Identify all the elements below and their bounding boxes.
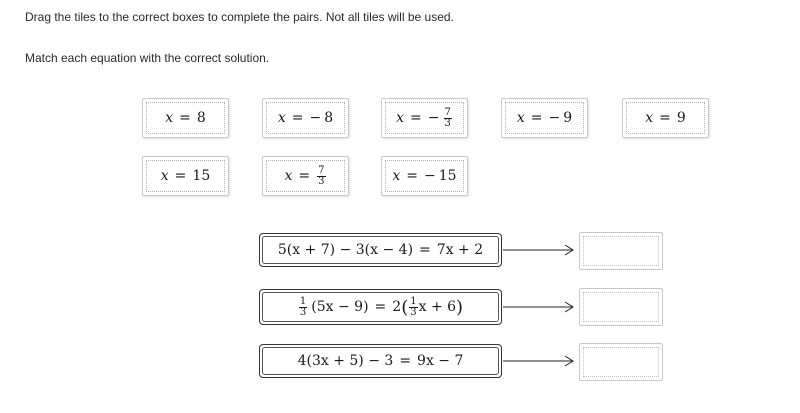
- tile-x-eq-neg-9[interactable]: x = − 9: [501, 98, 588, 138]
- equation-1: 5(x + 7) − 3(x − 4) = 7x + 2: [259, 233, 502, 267]
- tile-x-eq-8[interactable]: x = 8: [142, 98, 229, 138]
- tile-x-eq-neg-8[interactable]: x = − 8: [262, 98, 349, 138]
- drop-box-2[interactable]: [579, 288, 663, 326]
- tile-x-eq-15[interactable]: x = 15: [142, 156, 229, 196]
- drop-box-3[interactable]: [579, 343, 663, 381]
- drop-box-1[interactable]: [579, 232, 663, 270]
- arrow-icon: [503, 355, 574, 367]
- instruction-match: Match each equation with the correct sol…: [25, 51, 270, 65]
- tile-x-eq-neg-15[interactable]: x = − 15: [381, 156, 468, 196]
- tile-x-eq-9[interactable]: x = 9: [622, 98, 709, 138]
- instruction-drag: Drag the tiles to the correct boxes to c…: [25, 10, 454, 24]
- equation-3: 4(3x + 5) − 3 = 9x − 7: [259, 344, 502, 378]
- arrow-icon: [503, 301, 574, 313]
- arrow-icon: [503, 244, 574, 256]
